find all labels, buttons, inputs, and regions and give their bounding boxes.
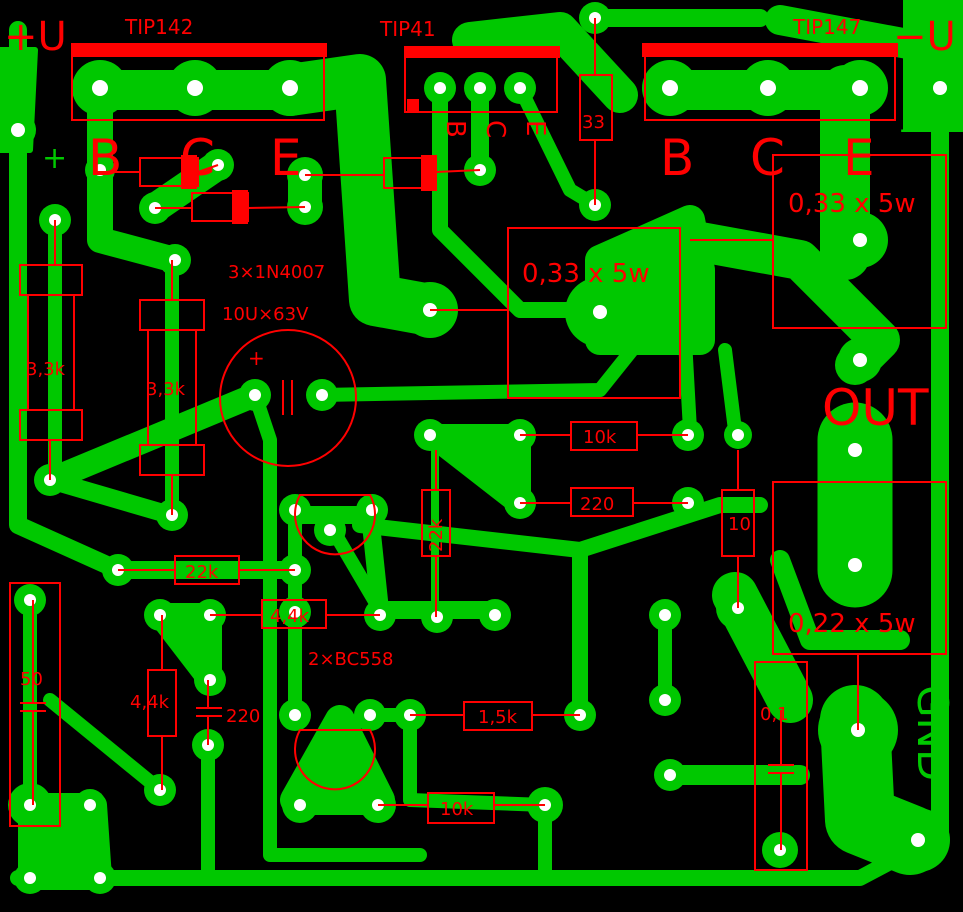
tip41-pin-c: C [480,120,510,138]
r220-label: 220 [580,494,614,515]
diodes-label: 3×1N4007 [228,262,325,283]
minus-u-label: −U [893,14,956,60]
r22k-v-label: 22k [426,518,447,552]
r33-label: 33 [582,112,605,133]
r33k-a-label: 3,3k [26,359,66,380]
tip147-pin-b: B [660,129,694,187]
bc558-label: 2×BC558 [308,649,394,670]
cap-plus-sign: + [248,346,265,370]
tip142-pin-c: C [180,129,215,187]
plus-u-label: +U [4,14,67,60]
tip142-label: TIP142 [124,15,193,39]
tip147-pin-c: C [750,129,785,187]
power-res-right-label: 0,33 x 5w [788,189,916,219]
tip142-pin-b: B [88,129,122,187]
minus-sign: − [898,113,923,148]
silkscreen [9,18,947,871]
c01-label: 0,1 [760,704,789,725]
r44k-h-label: 4,4k [270,606,310,627]
gnd-label: GND [908,685,957,781]
tip147-pin-e: E [843,129,875,187]
c220-label: 220 [226,706,260,727]
tip41-label: TIP41 [379,17,436,41]
tip142-pin-e: E [270,129,302,187]
r33k-b-label: 3,3k [146,379,186,400]
tip41-pin-e: E [520,120,550,136]
r10-label: 10 [728,514,751,535]
cap-elec-label: 10U×63V [222,304,309,325]
r44k-v-label: 4,4k [130,692,170,713]
r15k-label: 1,5k [478,707,518,728]
plus-sign: + [42,141,67,176]
out-label: OUT [822,379,929,437]
r10k-b-label: 10k [440,799,474,820]
tip41-pin-b: B [440,120,470,138]
power-res-out-label: 0,22 x 5w [788,609,916,639]
c50-label: 50 [20,669,43,690]
tip147-label: TIP147 [792,15,861,39]
power-res-mid-label: 0,33 x 5w [522,259,650,289]
r10k-a-label: 10k [583,427,617,448]
r22k-label: 22k [185,562,219,583]
